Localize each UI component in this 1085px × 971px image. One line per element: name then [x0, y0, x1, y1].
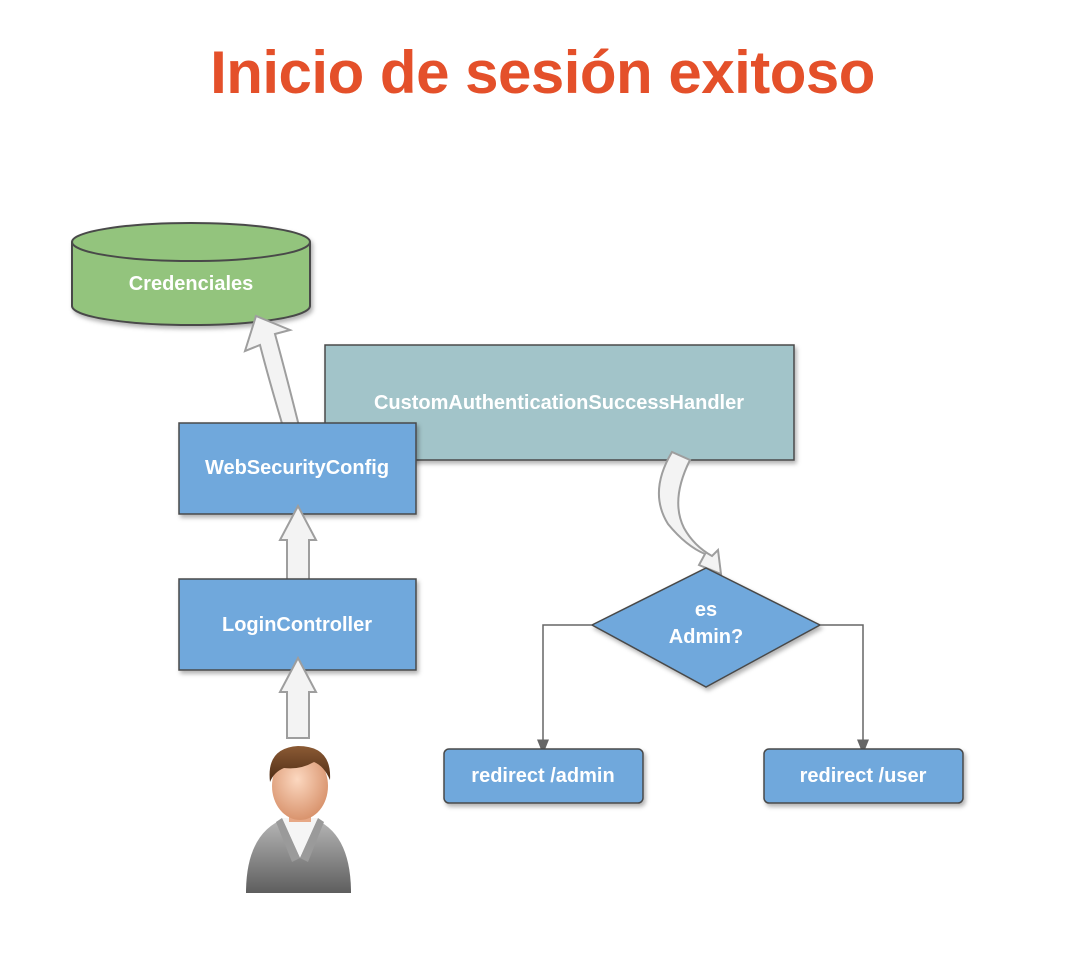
arrow-user-to-login	[278, 655, 318, 739]
page-title: Inicio de sesión exitoso	[210, 39, 875, 106]
custom-authentication-success-handler-label: CustomAuthenticationSuccessHandler	[374, 392, 744, 414]
redirect-user-box	[763, 748, 964, 804]
arrow-handler-to-decision	[657, 450, 723, 576]
arrow-config-to-credenciales	[243, 314, 303, 442]
decision-label-line1: es	[695, 599, 717, 621]
decision-label-line2: Admin?	[669, 626, 743, 648]
login-controller-box	[178, 578, 417, 671]
is-admin-decision	[590, 567, 822, 688]
redirect-user-label: redirect /user	[800, 765, 927, 787]
connector-to-admin	[537, 624, 592, 755]
login-controller-label: LoginController	[222, 614, 372, 636]
credenciales-database	[71, 222, 311, 326]
redirect-admin-label: redirect /admin	[471, 765, 614, 787]
credenciales-label: Credenciales	[129, 273, 254, 295]
user-avatar-icon	[246, 746, 351, 893]
web-security-config-box	[178, 422, 417, 515]
connector-to-user	[820, 624, 869, 755]
arrow-login-to-config	[278, 503, 318, 587]
web-security-config-label: WebSecurityConfig	[205, 457, 389, 479]
redirect-admin-box	[443, 748, 644, 804]
